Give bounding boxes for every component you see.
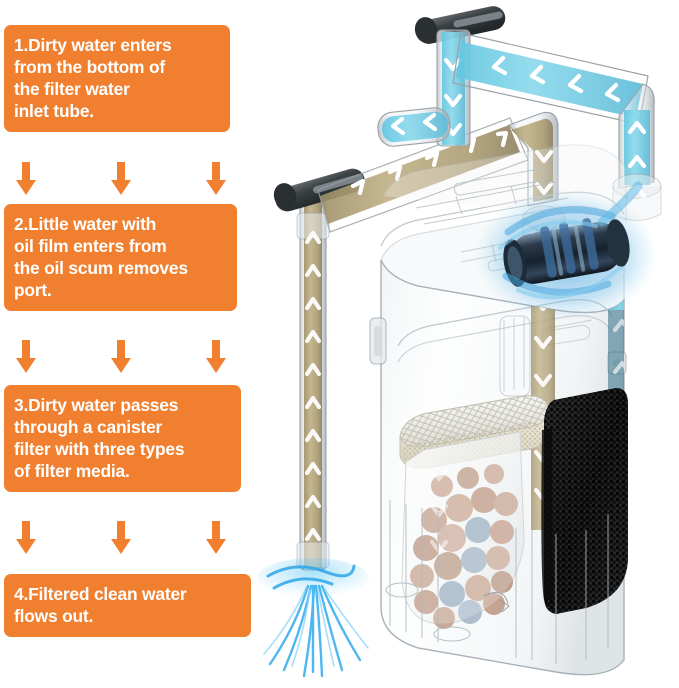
down-arrow-icon <box>205 340 227 374</box>
down-arrow-icon <box>110 162 132 196</box>
inlet-downpipe-water <box>511 118 553 202</box>
down-arrow-icon <box>15 340 37 374</box>
inlet-tube-water <box>304 200 322 568</box>
media-black-sponge-texture <box>544 388 628 614</box>
media-bio-balls <box>401 431 525 629</box>
bag-flow-chevrons <box>430 468 448 553</box>
down-arrows-row-2 <box>0 340 256 380</box>
intake-swirl-rings <box>266 564 356 590</box>
inner-basket-rim <box>397 315 613 363</box>
pump-motor-assembly <box>474 181 658 321</box>
canister-latch[interactable] <box>369 317 387 365</box>
media-black-sponge <box>541 388 628 614</box>
bio-ball-group <box>410 464 518 629</box>
down-arrow-icon <box>205 162 227 196</box>
oil-scum-removes-port <box>377 107 451 147</box>
pump-motor-body <box>503 218 630 287</box>
intake-stream-lines-light <box>263 587 369 667</box>
pump-water-swirl <box>502 206 616 296</box>
steps-column: 1.Dirty water enters from the bottom of … <box>0 0 256 688</box>
pump-water-swirl <box>498 220 622 300</box>
down-arrow-icon <box>15 162 37 196</box>
media-mesh-pad-texture <box>400 395 550 447</box>
inlet-flow-chevrons-up <box>304 184 322 542</box>
intake-swirl-flow <box>257 558 369 678</box>
step-one-callout: 1.Dirty water enters from the bottom of … <box>4 25 230 133</box>
intake-stream-lines <box>268 584 362 678</box>
down-arrow-icon <box>205 521 227 555</box>
outlet-riser-up-chevrons <box>627 120 647 169</box>
step-two-callout: 2.Little water with oil film enters from… <box>4 204 237 312</box>
down-arrow-icon <box>15 521 37 555</box>
inlet-tube-collar <box>296 212 330 240</box>
down-arrow-icon <box>110 521 132 555</box>
outlet-diagonal-chevrons <box>491 55 621 103</box>
canister-filter-illustration <box>256 0 679 688</box>
down-arrows-row-3 <box>0 521 256 561</box>
media-bag-overlay <box>402 432 524 624</box>
pump-to-outlet-flow <box>597 181 643 227</box>
down-arrows-row-1 <box>0 162 256 202</box>
media-black-sponge-edge <box>541 428 552 600</box>
canister-lower-rails <box>385 500 609 664</box>
inlet-elbow-cap-icon <box>273 168 365 212</box>
step-three-callout: 3.Dirty water passes through a canister … <box>4 385 241 493</box>
down-arrow-icon <box>110 340 132 374</box>
step-four-callout: 4.Filtered clean water flows out. <box>4 574 251 638</box>
